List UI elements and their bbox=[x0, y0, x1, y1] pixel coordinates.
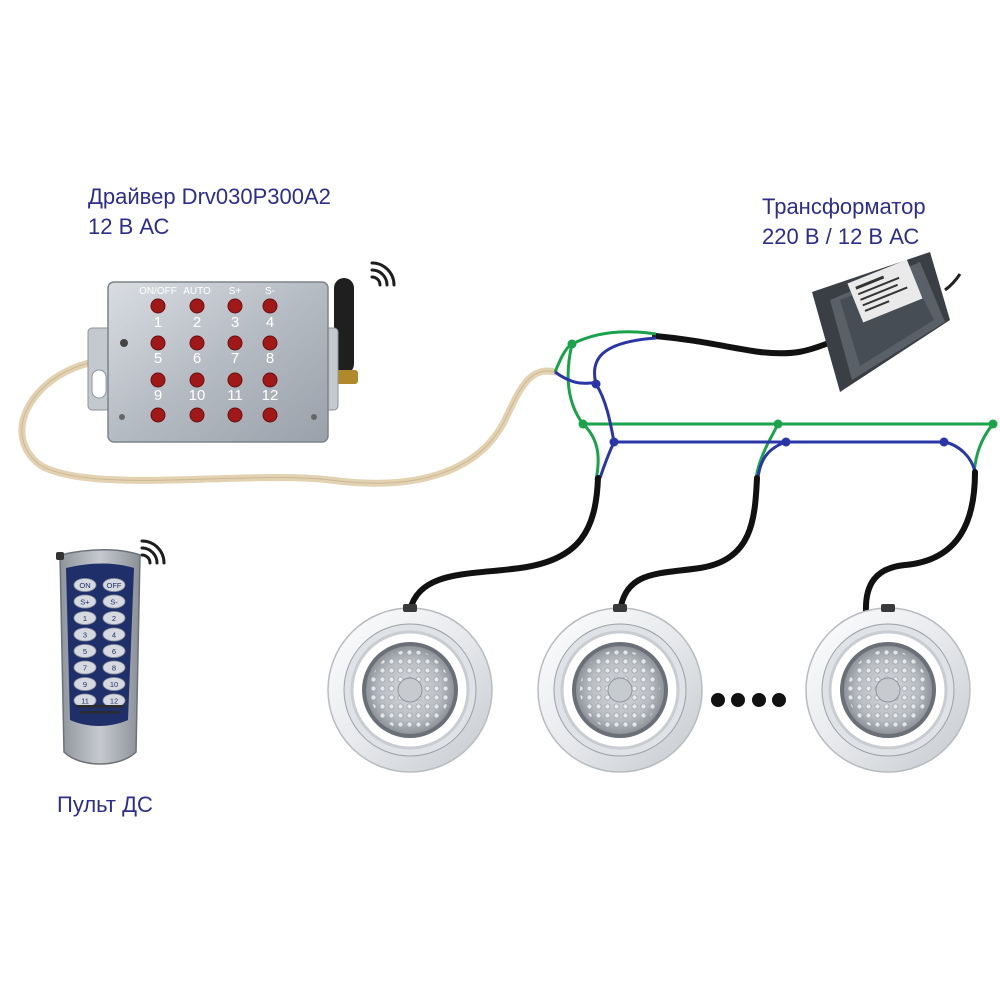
driver-number-label: 4 bbox=[266, 314, 274, 331]
driver-number-label: 10 bbox=[189, 387, 206, 404]
remote-key bbox=[102, 578, 126, 592]
driver-header-label: ON/OFF bbox=[139, 286, 177, 297]
remote-key-label: 1 bbox=[83, 614, 87, 623]
remote-key-label: 4 bbox=[112, 631, 116, 640]
remote-key bbox=[73, 578, 97, 592]
remote-label: Пульт ДС bbox=[57, 792, 153, 817]
remote-key-label: 6 bbox=[112, 647, 116, 656]
remote-key-label: 11 bbox=[81, 697, 89, 706]
remote-key-label: 2 bbox=[112, 614, 116, 623]
driver-button bbox=[262, 407, 278, 423]
driver-number-label: 12 bbox=[262, 387, 279, 404]
driver-button bbox=[189, 407, 205, 423]
remote-key-label: 10 bbox=[110, 680, 118, 689]
driver-body bbox=[107, 281, 329, 443]
driver-number-label: 9 bbox=[154, 387, 162, 404]
transformer bbox=[812, 252, 962, 392]
driver-button bbox=[227, 407, 243, 423]
remote-key-label: 12 bbox=[110, 697, 118, 706]
remote-key-label: 9 bbox=[83, 680, 87, 689]
remote-key bbox=[102, 660, 126, 675]
driver-label-model: Драйвер Drv030P300A2 bbox=[88, 184, 331, 209]
driver-button bbox=[262, 298, 278, 314]
driver-button bbox=[262, 335, 278, 351]
driver-number-label: 2 bbox=[193, 314, 201, 331]
remote-key bbox=[102, 644, 126, 658]
junction-dots bbox=[567, 339, 998, 447]
remote-key-label: S- bbox=[110, 598, 118, 607]
driver-button bbox=[189, 372, 205, 388]
pool-light bbox=[327, 604, 493, 773]
remote-key bbox=[73, 611, 97, 625]
remote-key-label: 5 bbox=[83, 647, 87, 656]
remote-key bbox=[102, 611, 126, 625]
driver-button bbox=[227, 372, 243, 388]
driver-header-label: S+ bbox=[229, 286, 242, 297]
remote-key bbox=[102, 594, 126, 609]
driver-number-label: 3 bbox=[231, 314, 239, 331]
driver-number-label: 6 bbox=[193, 350, 201, 367]
signal-icon bbox=[370, 261, 396, 287]
remote-key bbox=[102, 677, 126, 691]
transformer-label-title: Трансформатор bbox=[762, 194, 926, 219]
remote-key-label: S+ bbox=[80, 598, 90, 607]
remote-key bbox=[73, 677, 97, 691]
driver-button bbox=[150, 407, 166, 423]
driver-number-label: 7 bbox=[231, 350, 239, 367]
driver-header-label: AUTO bbox=[183, 286, 211, 297]
pool-lights bbox=[327, 604, 971, 773]
remote-key-label: 3 bbox=[83, 631, 87, 640]
light-cables bbox=[407, 469, 978, 615]
transformer-label-voltage: 220 В / 12 В АС bbox=[762, 224, 920, 249]
driver-button bbox=[227, 298, 243, 314]
driver-button bbox=[150, 335, 166, 351]
driver-number-label: 11 bbox=[227, 387, 243, 404]
driver-label-voltage: 12 В АС bbox=[88, 214, 170, 239]
transformer-label: Трансформатор 220 В / 12 В АС bbox=[762, 192, 926, 252]
driver-button bbox=[189, 298, 205, 314]
driver-button bbox=[189, 335, 205, 351]
signal-icon bbox=[140, 539, 166, 565]
driver-button bbox=[227, 335, 243, 351]
driver-button bbox=[150, 372, 166, 388]
remote-key bbox=[102, 627, 126, 642]
remote-key-label: 7 bbox=[83, 664, 87, 673]
remote-key bbox=[73, 644, 97, 658]
remote-key-label: ON bbox=[79, 581, 90, 590]
pool-light bbox=[537, 604, 703, 773]
driver-number-label: 1 bbox=[154, 314, 162, 331]
driver-button bbox=[150, 298, 166, 314]
remote-key bbox=[73, 627, 97, 642]
driver-number-label: 5 bbox=[154, 350, 162, 367]
driver-label: Драйвер Drv030P300A2 12 В АС bbox=[88, 182, 331, 242]
remote-key-label: 8 bbox=[112, 664, 116, 673]
antenna bbox=[334, 278, 354, 374]
blue-wires bbox=[554, 336, 977, 479]
remote-key bbox=[73, 594, 97, 609]
remote-key-label: OFF bbox=[107, 581, 122, 590]
transformer-cable bbox=[652, 333, 829, 357]
driver-number-label: 8 bbox=[266, 350, 274, 367]
driver-header-label: S- bbox=[265, 286, 275, 297]
more-lights-dots bbox=[711, 693, 786, 707]
remote-key bbox=[73, 660, 97, 675]
pool-light bbox=[805, 604, 971, 773]
driver-button bbox=[262, 372, 278, 388]
